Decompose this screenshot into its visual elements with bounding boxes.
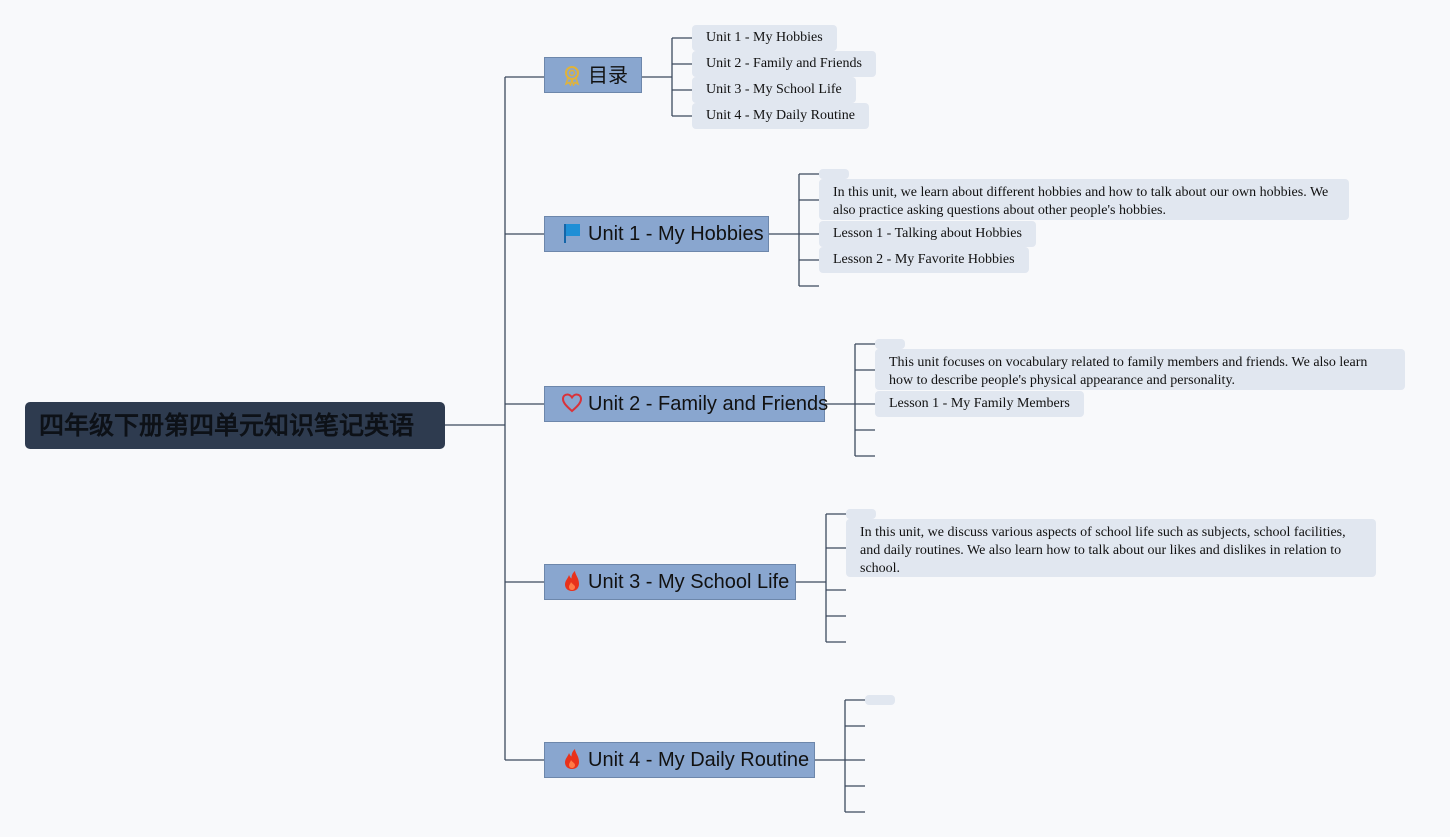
unit3-summary[interactable]: In this unit, we discuss various aspects…: [846, 519, 1376, 577]
toc-item-label: Unit 1 - My Hobbies: [706, 30, 823, 45]
unit3-summary-text: In this unit, we discuss various aspects…: [860, 525, 1346, 576]
branch-unit1[interactable]: Unit 1 - My Hobbies: [544, 216, 769, 252]
branch-unit4-title: Unit 4 - My Daily Routine: [588, 749, 810, 771]
toc-item-label: Unit 3 - My School Life: [706, 82, 842, 97]
lesson-label: Lesson 2 - My Favorite Hobbies: [833, 252, 1015, 267]
lesson-label: Lesson 1 - Talking about Hobbies: [833, 226, 1022, 241]
unit2-summary-text: This unit focuses on vocabulary related …: [889, 355, 1368, 388]
unit2-lesson-1[interactable]: Lesson 1 - My Family Members: [875, 391, 1084, 417]
award-medal-icon: [564, 66, 580, 86]
branch-unit3-title: Unit 3 - My School Life: [588, 571, 790, 593]
unit1-lesson-1[interactable]: Lesson 1 - Talking about Hobbies: [819, 221, 1036, 247]
branch-unit2-title: Unit 2 - Family and Friends: [588, 393, 829, 415]
unit1-lesson-2[interactable]: Lesson 2 - My Favorite Hobbies: [819, 247, 1029, 273]
blue-flag-icon: [564, 224, 580, 243]
root-title: 四年级下册第四单元知识笔记英语: [39, 411, 415, 440]
heart-outline-icon: [561, 393, 583, 413]
placeholder-stub: [819, 169, 849, 179]
root-topic[interactable]: 四年级下册第四单元知识笔记英语: [25, 402, 445, 449]
branch-unit2[interactable]: Unit 2 - Family and Friends: [544, 386, 829, 422]
fire-icon: [565, 571, 579, 591]
toc-item-label: Unit 4 - My Daily Routine: [706, 108, 855, 123]
placeholder-stub: [865, 695, 895, 705]
branch-toc-title: 目录: [588, 63, 628, 87]
fire-icon: [565, 749, 579, 769]
placeholder-stub: [875, 339, 905, 349]
branch-unit4[interactable]: Unit 4 - My Daily Routine: [544, 742, 815, 778]
unit1-summary[interactable]: In this unit, we learn about different h…: [819, 179, 1349, 220]
toc-item-label: Unit 2 - Family and Friends: [706, 56, 862, 71]
branch-unit1-title: Unit 1 - My Hobbies: [588, 223, 764, 245]
toc-item-unit3[interactable]: Unit 3 - My School Life: [692, 77, 856, 103]
branch-toc[interactable]: 目录: [544, 57, 642, 93]
branch-unit3[interactable]: Unit 3 - My School Life: [544, 564, 796, 600]
unit1-summary-text: In this unit, we learn about different h…: [833, 185, 1329, 218]
toc-item-unit1[interactable]: Unit 1 - My Hobbies: [692, 25, 837, 51]
placeholder-stub: [846, 509, 876, 519]
toc-item-unit2[interactable]: Unit 2 - Family and Friends: [692, 51, 876, 77]
toc-item-unit4[interactable]: Unit 4 - My Daily Routine: [692, 103, 869, 129]
unit2-summary[interactable]: This unit focuses on vocabulary related …: [875, 349, 1405, 390]
lesson-label: Lesson 1 - My Family Members: [889, 396, 1070, 411]
